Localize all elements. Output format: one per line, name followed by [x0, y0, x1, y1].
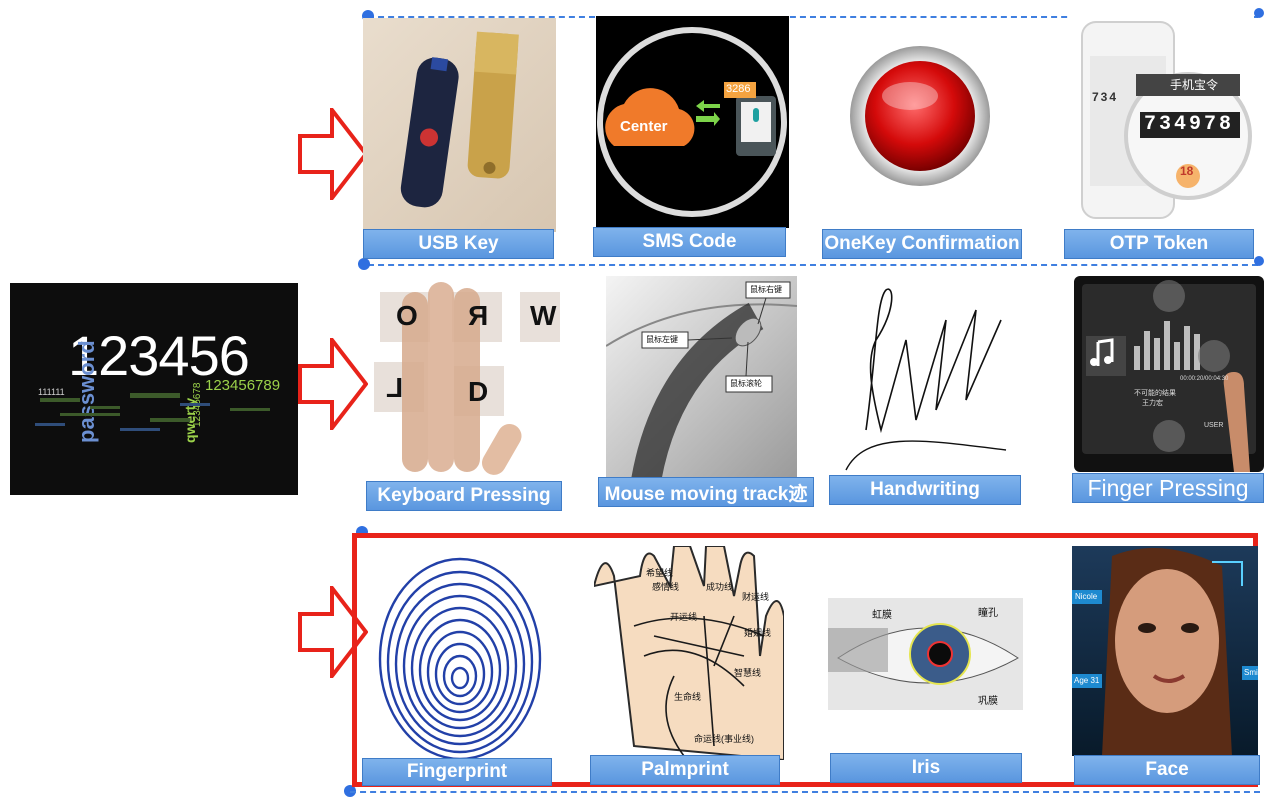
tablet-player-icon — [1082, 280, 1256, 472]
iris-text: 虹膜 — [872, 610, 892, 621]
mouse-track-label: Mouse moving track迹 — [598, 477, 814, 507]
usb-key-label: USB Key — [363, 229, 554, 259]
onekey-button-image — [820, 20, 1020, 230]
palm-line-1: 希望线 — [646, 568, 674, 578]
arrow-row1-icon — [298, 108, 368, 200]
mouse-right-callout: 鼠标右键 — [750, 285, 782, 294]
palmprint-label: Palmprint — [590, 755, 780, 785]
row2-top-dashed-line — [368, 264, 1258, 266]
red-button-icon — [850, 46, 990, 186]
fingerprint-label: Fingerprint — [362, 758, 552, 786]
password-wordcloud-image: 123456 123456789 111111 password qwerty … — [10, 283, 298, 495]
palm-line-9: 命运线(事业线) — [694, 734, 754, 744]
mouse-icon — [606, 281, 797, 481]
sms-center-text: Center — [620, 118, 668, 135]
sms-code-image: Center 3286 — [596, 16, 789, 228]
palm-icon — [594, 546, 784, 760]
palmprint-image: 希望线 感情线 成功线 财运线 开运线 婚姻线 智慧线 生命线 命运线(事业线) — [594, 546, 784, 760]
key-d: D — [468, 376, 489, 407]
face-tag-name: Nicole — [1075, 592, 1098, 601]
otp-badge: 18 — [1180, 164, 1194, 178]
face-tag-age: Age 31 — [1074, 676, 1100, 685]
otp-small-digits: 734 — [1092, 90, 1119, 104]
iris-label: Iris — [830, 753, 1022, 783]
key-l: L — [386, 372, 404, 403]
player-song: 不可能的结果 — [1134, 390, 1176, 397]
key-o: O — [396, 300, 418, 331]
key-r: R — [468, 300, 489, 331]
otp-token-label: OTP Token — [1064, 229, 1254, 259]
face-tag-smile: Smi — [1244, 668, 1258, 677]
palm-line-7: 智慧线 — [734, 668, 762, 678]
wordcloud-noise — [35, 393, 270, 431]
iris-image: 虹膜 瞳孔 巩膜 — [828, 598, 1023, 710]
sms-code-text: 3286 — [726, 83, 751, 95]
otp-title: 手机宝令 — [1170, 78, 1219, 92]
usb-sticks-icon — [400, 31, 519, 208]
row3-bottom-dashed-line — [350, 791, 1260, 793]
player-artist: 王力宏 — [1142, 400, 1163, 407]
otp-digits: 734978 — [1144, 113, 1235, 136]
keyboard-pressing-label: Keyboard Pressing — [366, 481, 562, 511]
player-time: 00:00:20/00:04:30 — [1180, 376, 1229, 382]
palm-line-6: 婚姻线 — [744, 628, 772, 638]
palm-line-5: 开运线 — [670, 612, 698, 622]
mouse-wheel-callout: 鼠标滚轮 — [730, 379, 762, 388]
otp-phone-icon — [1081, 21, 1252, 219]
onekey-label: OneKey Confirmation — [822, 229, 1022, 259]
palm-line-4: 财运线 — [742, 592, 770, 602]
finger-pressing-image: 00:00:20/00:04:30 不可能的结果 王力宏 USER — [1074, 276, 1264, 472]
keyboard-pressing-image: O R W L D — [370, 282, 560, 482]
palm-line-2: 感情线 — [652, 582, 680, 592]
key-w: W — [530, 300, 557, 331]
row1-top-dashed-line — [368, 16, 1258, 18]
handwriting-label: Handwriting — [829, 475, 1021, 505]
row2-top-left-dot — [358, 258, 370, 270]
signature-icon — [845, 288, 1007, 471]
finger-keys-icon — [374, 282, 560, 475]
arrow-row3-icon — [298, 586, 368, 678]
sms-phone-icon — [597, 27, 787, 217]
fingerprint-image — [374, 554, 546, 764]
face-image: Nicole Age 31 Smi — [1072, 546, 1258, 756]
palm-line-3: 成功线 — [706, 582, 734, 592]
pupil-text: 瞳孔 — [978, 608, 998, 619]
wordcloud-big-number: 123456 — [68, 324, 250, 387]
face-label: Face — [1074, 755, 1260, 785]
player-user: USER — [1204, 422, 1224, 429]
eye-icon — [828, 598, 1023, 710]
finger-pressing-label: Finger Pressing — [1072, 473, 1264, 503]
row2-top-right-dot — [1254, 256, 1264, 266]
wordcloud-small-number: 123456789 — [205, 377, 281, 394]
sclera-text: 巩膜 — [978, 696, 998, 707]
mouse-left-callout: 鼠标左键 — [646, 335, 678, 344]
arrow-row2-icon — [298, 338, 368, 430]
usb-key-image — [363, 18, 556, 232]
mouse-track-image: 鼠标右键 鼠标左键 鼠标滚轮 — [606, 276, 797, 481]
palm-line-8: 生命线 — [674, 692, 702, 702]
row1-top-right-dot — [1254, 8, 1264, 18]
otp-token-image: 手机宝令 734978 734 18 — [1068, 16, 1254, 232]
sms-code-label: SMS Code — [593, 227, 786, 257]
wordcloud-tiny-number: 111111 — [38, 387, 65, 397]
face-icon — [1072, 548, 1258, 756]
fingerprint-icon — [378, 557, 542, 761]
handwriting-image — [836, 280, 1016, 476]
